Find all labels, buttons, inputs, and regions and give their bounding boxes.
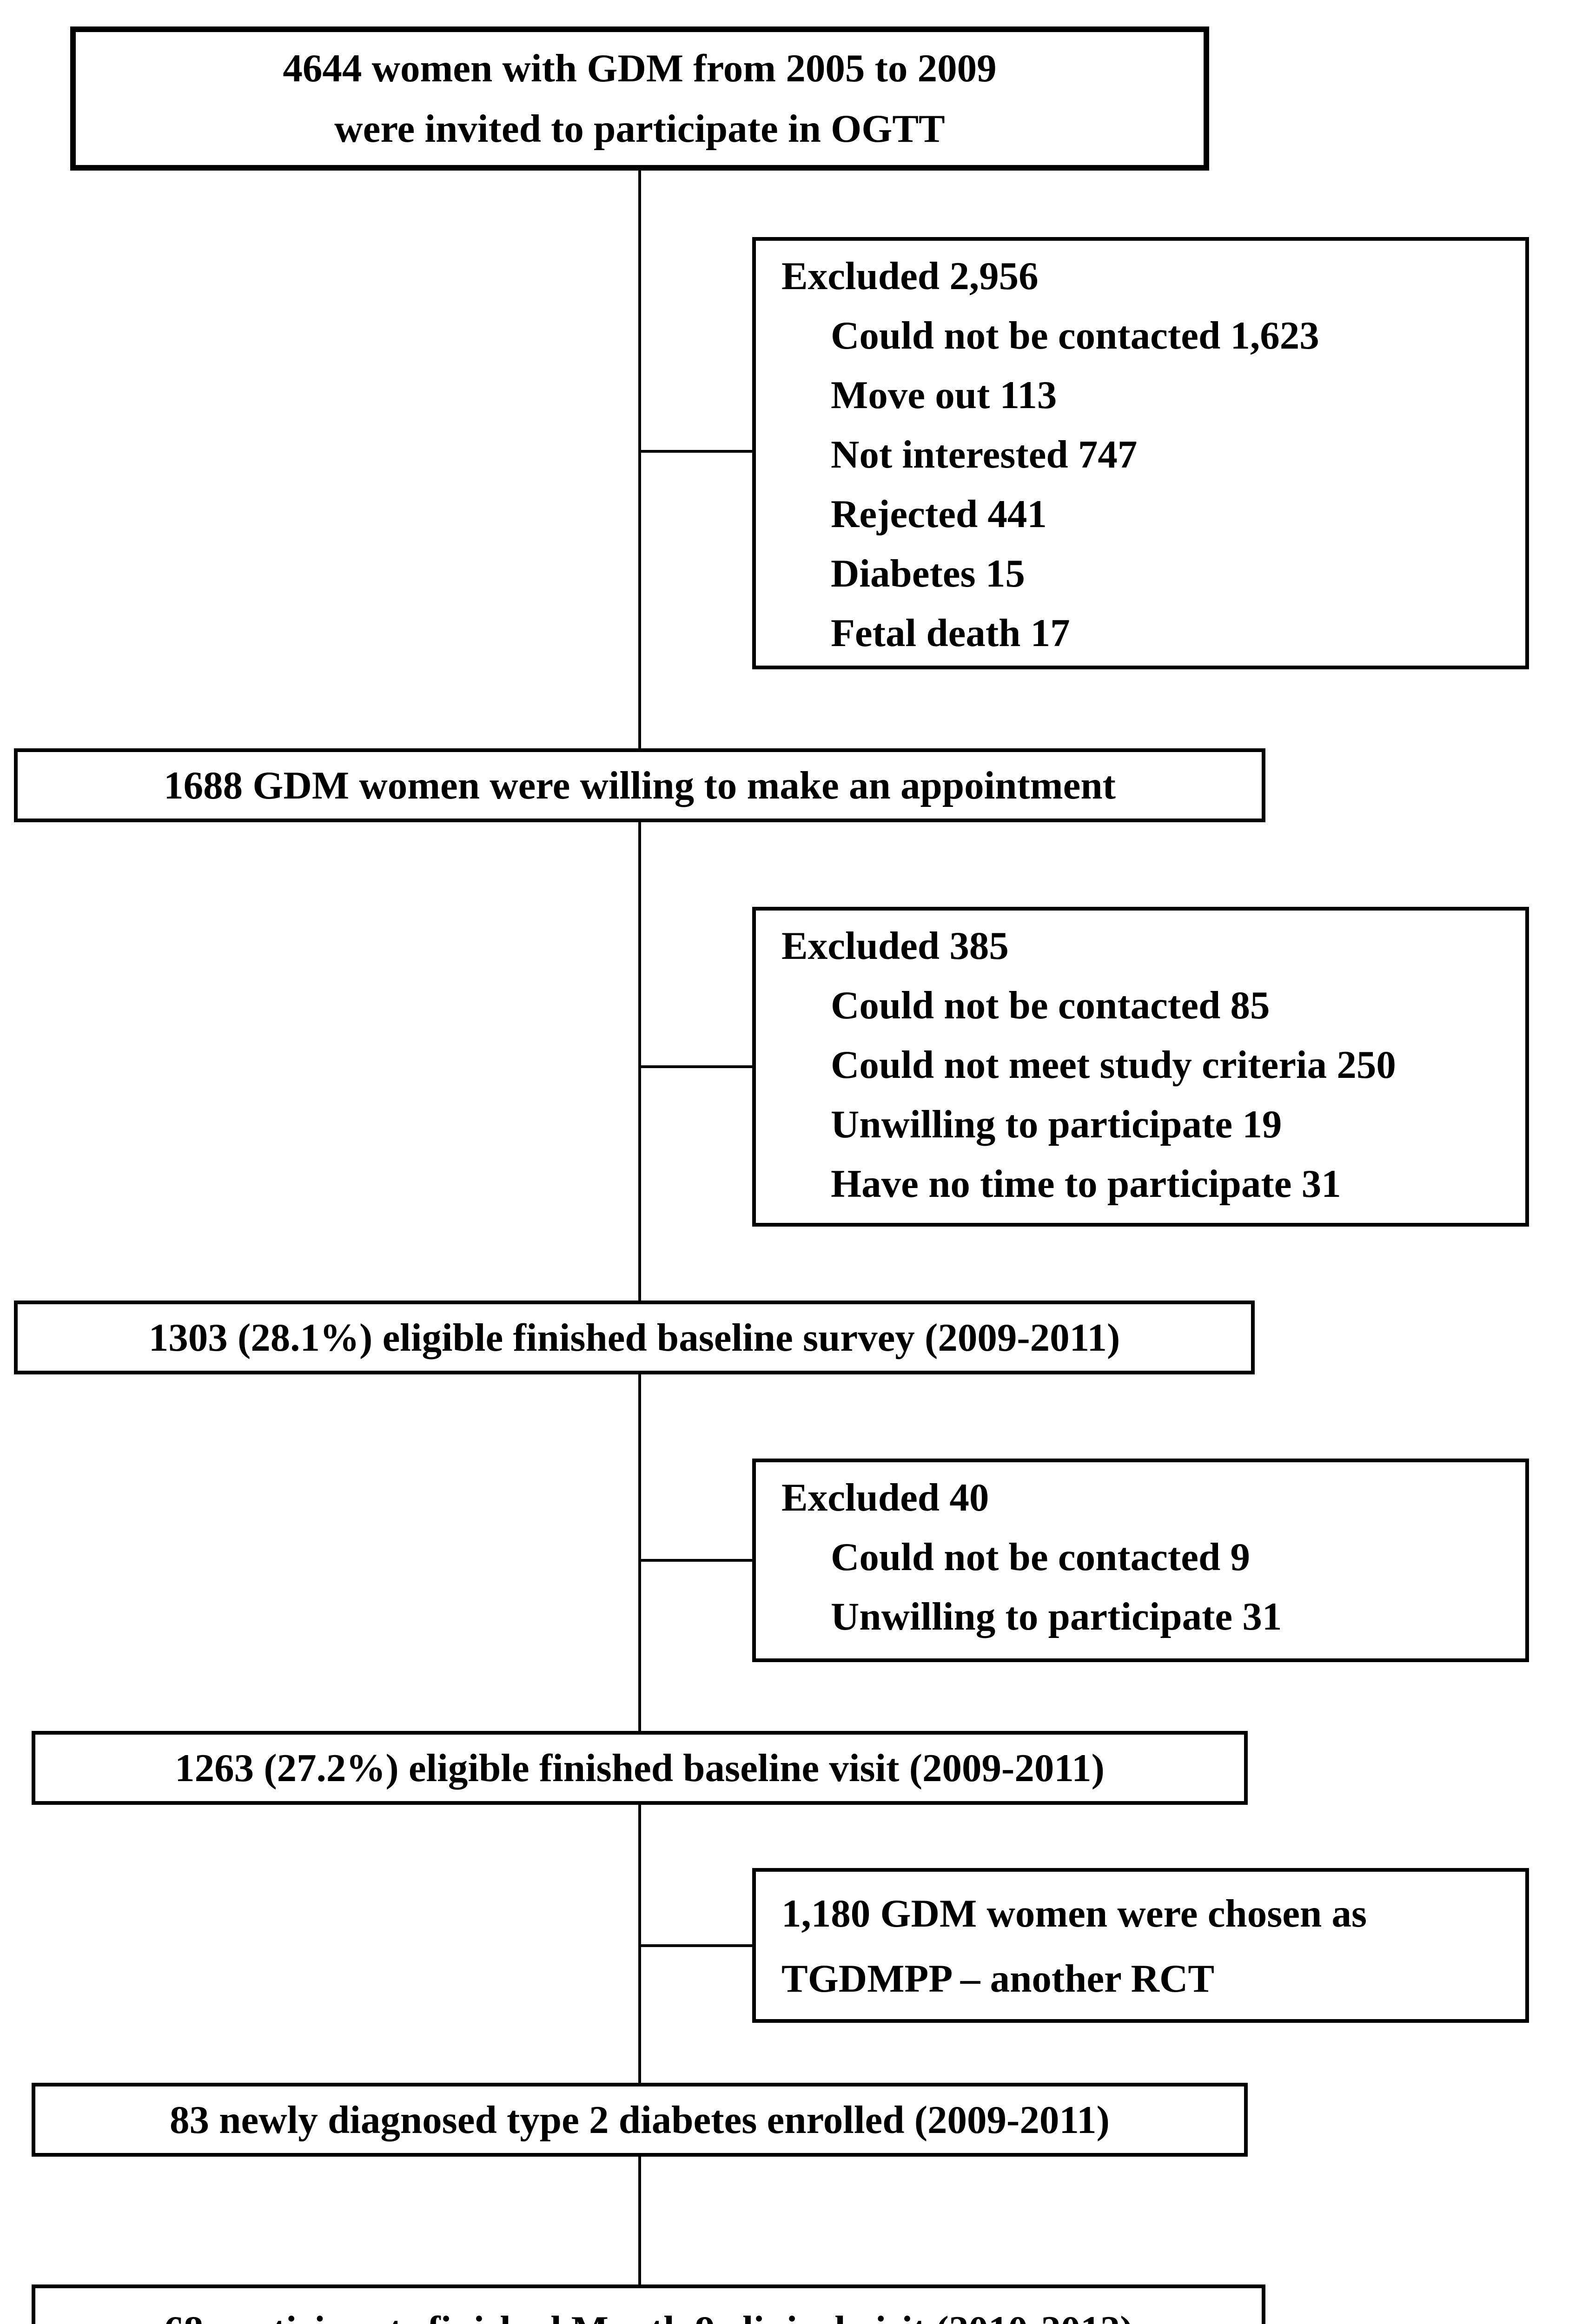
horizontal-connector-line — [640, 1065, 752, 1068]
exclusion-item: Move out 113 — [831, 373, 1057, 417]
exclusion-title: Excluded 2,956 — [781, 254, 1039, 298]
flow-box-text-line: 83 newly diagnosed type 2 diabetes enrol… — [170, 2098, 1110, 2142]
horizontal-connector-line — [640, 1559, 752, 1562]
flow-box-invited: 4644 women with GDM from 2005 to 2009 we… — [70, 26, 1209, 171]
horizontal-connector-line — [640, 450, 752, 453]
flow-box-text-line: 1688 GDM women were willing to make an a… — [164, 763, 1116, 807]
flow-box-text-line: 1303 (28.1%) eligible finished baseline … — [148, 1315, 1120, 1360]
flow-box-baseline-visit: 1263 (27.2%) eligible finished baseline … — [32, 1731, 1248, 1805]
vertical-connector-line — [638, 1374, 641, 1731]
flow-box-text-line: 68 participants finished Month 9 clinica… — [164, 2300, 1133, 2324]
exclusion-title: Excluded 385 — [781, 924, 1009, 968]
vertical-connector-line — [638, 1805, 641, 2083]
exclusion-item: Fetal death 17 — [831, 611, 1070, 655]
flow-box-text-line: 4644 women with GDM from 2005 to 2009 — [283, 46, 997, 90]
flow-box-enrolled: 83 newly diagnosed type 2 diabetes enrol… — [32, 2083, 1248, 2157]
exclusion-item: Could not be contacted 85 — [831, 984, 1270, 1027]
exclusion-box-3: Excluded 40 Could not be contacted 9 Unw… — [752, 1459, 1529, 1662]
flow-box-appointment: 1688 GDM women were willing to make an a… — [14, 748, 1265, 822]
exclusion-item: Could not be contacted 9 — [831, 1535, 1250, 1579]
flow-box-text-line: were invited to participate in OGTT — [334, 107, 945, 151]
exclusion-item: Could not meet study criteria 250 — [831, 1043, 1396, 1087]
exclusion-title: Excluded 40 — [781, 1476, 989, 1519]
exclusion-item: Not interested 747 — [831, 433, 1138, 476]
exclusion-item: Diabetes 15 — [831, 552, 1025, 595]
vertical-connector-line — [638, 2157, 641, 2284]
exclusion-item: Unwilling to participate 19 — [831, 1103, 1282, 1146]
exclusion-box-1: Excluded 2,956 Could not be contacted 1,… — [752, 237, 1529, 669]
horizontal-connector-line — [640, 1944, 752, 1947]
exclusion-item: Rejected 441 — [831, 492, 1047, 536]
flow-box-text-line: 1263 (27.2%) eligible finished baseline … — [175, 1746, 1105, 1790]
vertical-connector-line — [638, 822, 641, 1301]
exclusion-item: Have no time to participate 31 — [831, 1162, 1341, 1206]
exclusion-item: Unwilling to participate 31 — [831, 1595, 1282, 1638]
flow-box-month9-visit: 68 participants finished Month 9 clinica… — [32, 2284, 1265, 2324]
side-box-tgdmpp: 1,180 GDM women were chosen as TGDMPP – … — [752, 1868, 1529, 2023]
exclusion-box-2: Excluded 385 Could not be contacted 85 C… — [752, 907, 1529, 1227]
side-box-text-line: TGDMPP – another RCT — [781, 1957, 1215, 2000]
flow-box-baseline-survey: 1303 (28.1%) eligible finished baseline … — [14, 1301, 1255, 1374]
side-box-text-line: 1,180 GDM women were chosen as — [781, 1892, 1367, 1935]
vertical-connector-line — [638, 171, 641, 748]
exclusion-item: Could not be contacted 1,623 — [831, 314, 1319, 357]
